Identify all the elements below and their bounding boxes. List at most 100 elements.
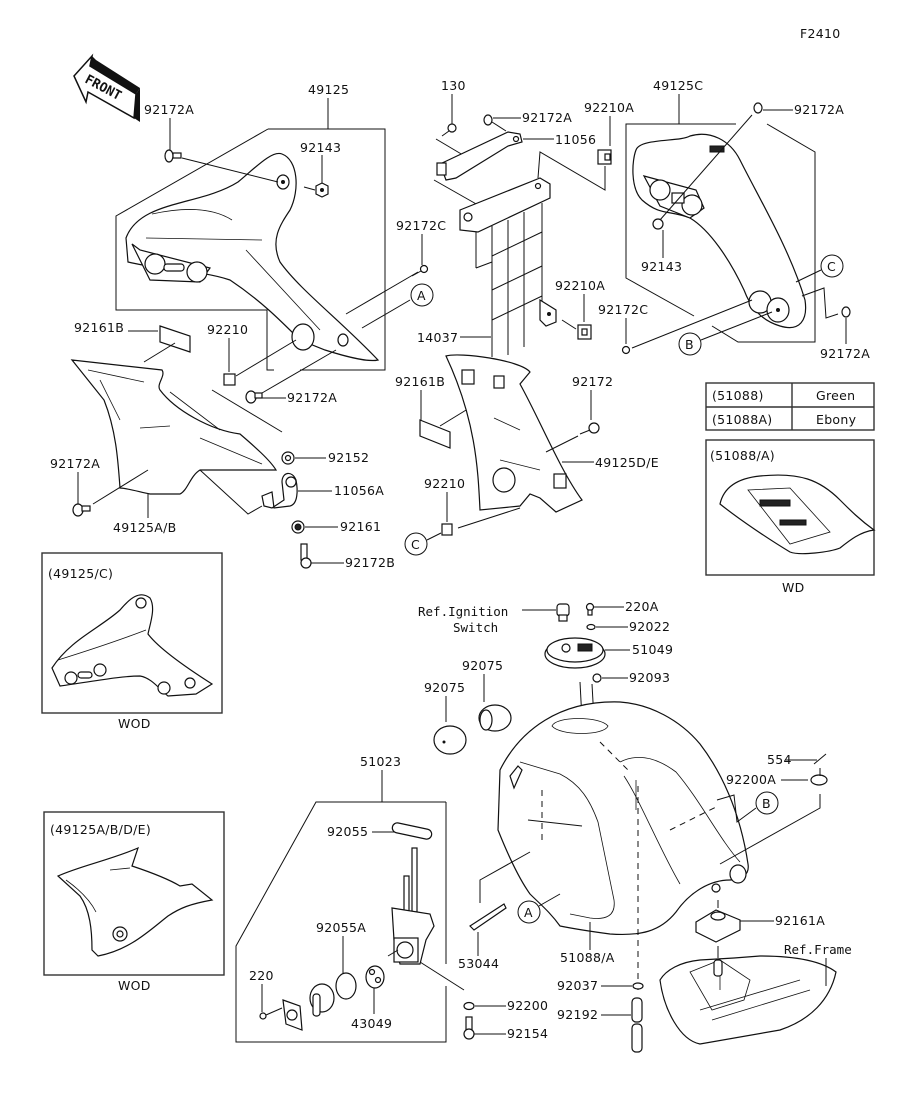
part-53044-group: 53044 [458, 851, 531, 971]
callout-92210A[interactable]: 92210A [555, 278, 605, 293]
fuel-tank-51088 [497, 701, 749, 990]
callout-49125C[interactable]: 49125C [653, 78, 703, 93]
clip-nut-icon [441, 523, 453, 536]
inset-caption: WOD [118, 978, 151, 993]
callout-ref-ignition-switch[interactable]: Ref.Ignition [418, 604, 508, 619]
bolt-icon [463, 1016, 475, 1040]
color-table-color: Green [816, 388, 855, 403]
callout-92172C[interactable]: 92172C [598, 302, 648, 317]
callout-92143[interactable]: 92143 [300, 140, 341, 155]
grommet-icon [291, 520, 305, 534]
reference-marker-b-label: B [685, 337, 694, 352]
inset-title: (51088/A) [710, 448, 775, 463]
callout-49125DE[interactable]: 49125D/E [595, 455, 659, 470]
color-table: (51088) Green (51088A) Ebony [705, 382, 875, 431]
callout-92172A[interactable]: 92172A [144, 102, 194, 117]
clip-nut-icon [577, 324, 592, 340]
callout-ref-frame[interactable]: Ref.Frame [784, 942, 852, 957]
callout-92172A[interactable]: 92172A [820, 346, 870, 361]
callout-92037[interactable]: 92037 [557, 978, 598, 993]
part-49125AB-group: 92161B 92172A 49125A/B 92210 92172A 9215… [50, 320, 395, 570]
callout-92055[interactable]: 92055 [327, 824, 368, 839]
o-ring-icon [335, 972, 357, 1000]
screw-icon [841, 306, 851, 318]
callout-43049[interactable]: 43049 [351, 1016, 392, 1031]
rubber-pad-92161A [695, 909, 741, 943]
callout-220[interactable]: 220 [249, 968, 274, 983]
inset-caption: WD [782, 580, 805, 595]
callout-92152[interactable]: 92152 [328, 450, 369, 465]
callout-92022[interactable]: 92022 [629, 619, 670, 634]
callout-92154[interactable]: 92154 [507, 1026, 548, 1041]
callout-92172[interactable]: 92172 [572, 374, 613, 389]
callout-92161B[interactable]: 92161B [74, 320, 124, 335]
lever-icon [309, 983, 335, 1017]
cover-plate-icon [282, 999, 303, 1031]
callout-554[interactable]: 554 [767, 752, 792, 767]
callout-92172A[interactable]: 92172A [287, 390, 337, 405]
bolt-icon [300, 543, 312, 569]
reference-marker-b [678, 332, 702, 356]
gasket-icon [365, 965, 385, 989]
callout-51023[interactable]: 51023 [360, 754, 401, 769]
callout-11056A[interactable]: 11056A [334, 483, 384, 498]
callout-92210A[interactable]: 92210A [584, 100, 634, 115]
callout-92075[interactable]: 92075 [462, 658, 503, 673]
damper-icon [433, 725, 467, 755]
reference-marker-c-label: C [827, 259, 836, 274]
inset-51088A: (51088/A) WD [705, 439, 876, 595]
callout-92172C[interactable]: 92172C [396, 218, 446, 233]
callout-92172A[interactable]: 92172A [794, 102, 844, 117]
screw-icon [483, 114, 507, 132]
callout-49125[interactable]: 49125 [308, 82, 349, 97]
callout-92075[interactable]: 92075 [424, 680, 465, 695]
clip-icon [632, 982, 644, 990]
callout-92161B[interactable]: 92161B [395, 374, 445, 389]
inset-49125C: (49125/C) WOD [41, 552, 223, 731]
color-table-code: (51088) [712, 388, 764, 403]
callout-92161[interactable]: 92161 [340, 519, 381, 534]
screw-icon [621, 345, 631, 355]
callout-49125AB[interactable]: 49125A/B [113, 520, 177, 535]
callout-92143[interactable]: 92143 [641, 259, 682, 274]
callout-92210[interactable]: 92210 [424, 476, 465, 491]
screw-icon [72, 503, 91, 517]
reference-marker-a-label: A [524, 905, 533, 920]
callout-14037[interactable]: 14037 [417, 330, 458, 345]
callout-92192[interactable]: 92192 [557, 1007, 598, 1022]
callout-51088A[interactable]: 51088/A [560, 950, 615, 965]
inset-title: (49125/C) [48, 566, 113, 581]
callout-130[interactable]: 130 [441, 78, 466, 93]
callout-92055A[interactable]: 92055A [316, 920, 366, 935]
shroud-49125DE [445, 354, 583, 513]
callout-53044[interactable]: 53044 [458, 956, 499, 971]
fuel-cap-51049 [544, 637, 606, 669]
callout-92200[interactable]: 92200 [507, 998, 548, 1013]
callout-92172A[interactable]: 92172A [50, 456, 100, 471]
callout-11056[interactable]: 11056 [555, 132, 596, 147]
reference-marker-c [820, 254, 844, 278]
strip-53044 [469, 903, 507, 931]
fuel-cock-51023 [391, 847, 435, 965]
callout-92161A[interactable]: 92161A [775, 913, 825, 928]
part-49125C-group: 49125C 92172A 92143 C 92172A B 92172C [598, 78, 870, 361]
front-arrow-icon: FRONT [73, 53, 140, 122]
color-table-code: (51088A) [712, 412, 772, 427]
reference-marker-b-label: B [762, 796, 771, 811]
callout-92093[interactable]: 92093 [629, 670, 670, 685]
callout-92210[interactable]: 92210 [207, 322, 248, 337]
nut-icon [315, 182, 329, 198]
reference-marker-c [404, 532, 428, 556]
shroud-49125AB [70, 359, 278, 495]
grommet-icon [281, 451, 295, 465]
callout-92200A[interactable]: 92200A [726, 772, 776, 787]
color-table-color: Ebony [816, 412, 857, 427]
callout-220A[interactable]: 220A [625, 599, 659, 614]
callout-92172A[interactable]: 92172A [522, 110, 572, 125]
damper-icon [478, 704, 512, 732]
callout-92172B[interactable]: 92172B [345, 555, 395, 570]
part-49125DE-group: 92161B 92172 49125D/E 92210 C [395, 354, 659, 556]
inset-caption: WOD [118, 716, 151, 731]
callout-51049[interactable]: 51049 [632, 642, 673, 657]
